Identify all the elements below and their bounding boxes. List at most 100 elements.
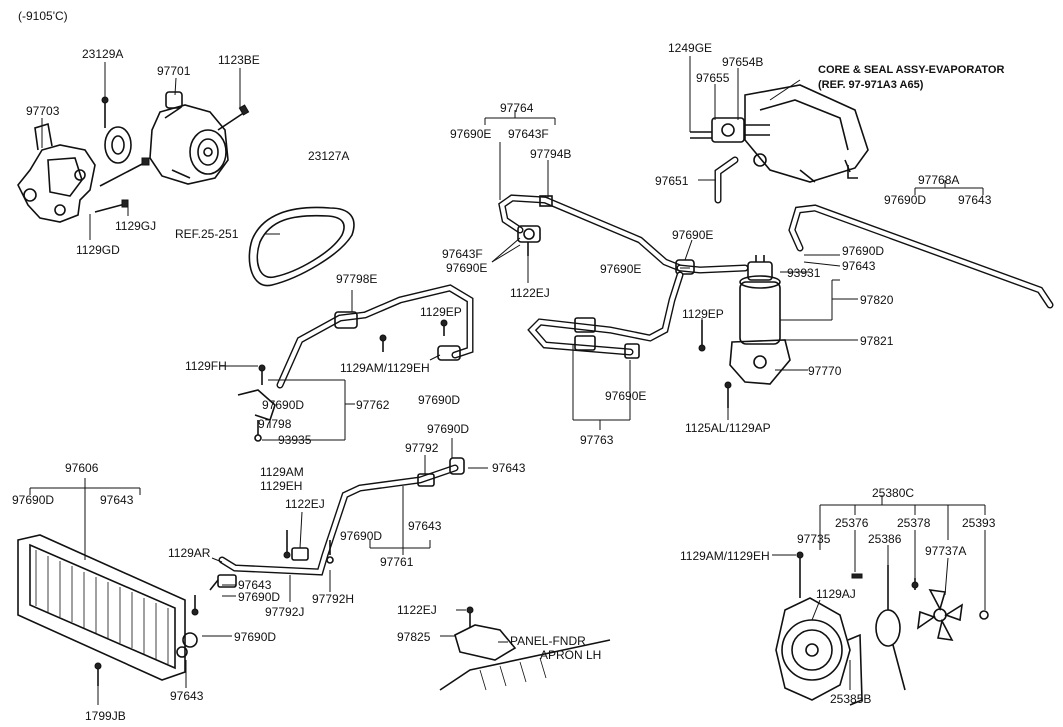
label-97737A: 97737A: [925, 544, 966, 558]
label-1799JB: 1799JB: [85, 709, 126, 723]
label-97643-c: 97643: [100, 493, 134, 507]
label-97643F-a: 97643F: [508, 127, 549, 141]
label-97821: 97821: [860, 334, 894, 348]
label-1129GJ: 1129GJ: [115, 219, 156, 233]
label-97792: 97792: [405, 441, 439, 455]
label-93931: 93931: [787, 266, 821, 280]
label-97690D-a: 97690D: [884, 193, 926, 207]
label-97643-f: 97643: [238, 578, 272, 592]
label-97690D-f: 97690D: [427, 422, 469, 436]
label-97654B: 97654B: [722, 55, 763, 69]
label-97820: 97820: [860, 293, 894, 307]
drier-bracket: [724, 339, 791, 408]
condenser: [17, 534, 198, 686]
leader-lines: [29, 56, 986, 705]
label-97690D-i: 97690D: [234, 630, 276, 644]
label-1129AM-1129EH-c: 1129AM/1129EH: [680, 549, 770, 563]
hose-97762: [237, 284, 474, 442]
label-25385B: 25385B: [830, 692, 871, 706]
label-97792H: 97792H: [312, 592, 354, 606]
label-97770: 97770: [808, 364, 842, 378]
hose-97763: [527, 271, 706, 359]
compressor-bracket: [17, 122, 96, 223]
label-97794B: 97794B: [530, 147, 571, 161]
label-97690D-b: 97690D: [842, 244, 884, 258]
label-97701: 97701: [157, 64, 191, 78]
label-97798: 97798: [258, 417, 292, 431]
compressor-bolts: [94, 104, 250, 213]
label-97690E-e: 97690E: [605, 389, 646, 403]
label-97643-e: 97643: [408, 519, 442, 533]
label-97690D-c: 97690D: [262, 398, 304, 412]
label-97792J: 97792J: [265, 605, 304, 619]
label-97651: 97651: [655, 174, 689, 188]
label-1129EP-b: 1129EP: [682, 307, 724, 321]
label-97761: 97761: [380, 555, 414, 569]
label-core-seal-line2: (REF. 97-971A3 A65): [818, 79, 924, 91]
label-93935: 93935: [278, 433, 312, 447]
label-1129AJ: 1129AJ: [816, 587, 856, 601]
expansion-valve: [690, 117, 770, 167]
label-25380C: 25380C: [872, 486, 914, 500]
label-1129GD: 1129GD: [76, 243, 120, 257]
date-code: (-9105'C): [18, 9, 68, 23]
label-1123BE: 1123BE: [218, 53, 260, 67]
label-97690D-d: 97690D: [418, 393, 460, 407]
label-core-seal-line1: CORE & SEAL ASSY-EVAPORATOR: [818, 64, 1004, 76]
label-97764: 97764: [500, 101, 534, 115]
label-97643-a: 97643: [958, 193, 992, 207]
label-97690E-c: 97690E: [672, 228, 713, 242]
label-97690D-h: 97690D: [238, 590, 280, 604]
label-97643-b: 97643: [842, 259, 876, 273]
label-97825: 97825: [397, 630, 431, 644]
label-97690E-b: 97690E: [446, 261, 487, 275]
label-1122EJ-b: 1122EJ: [285, 497, 325, 511]
label-1129AM-1129EH-a: 1129AM/1129EH: [340, 361, 430, 375]
fender-bracket: [439, 606, 611, 691]
label-97768A: 97768A: [918, 173, 959, 187]
evaporator-core: [744, 84, 869, 183]
fan-motor: [875, 565, 919, 691]
label-97606: 97606: [65, 461, 99, 475]
label-97655: 97655: [696, 71, 730, 85]
label-1129AM-b: 1129AM: [260, 465, 304, 479]
hose-97764: [498, 194, 684, 272]
label-97690E-a: 97690E: [450, 127, 491, 141]
label-97703: 97703: [26, 104, 60, 118]
label-97735: 97735: [797, 532, 831, 546]
fan-shroud: [775, 551, 863, 706]
label-1125AL-1129AP: 1125AL/1129AP: [685, 421, 771, 435]
label-97690D-e: 97690D: [12, 493, 54, 507]
label-97643-g: 97643: [170, 689, 204, 703]
line-97768A: [788, 204, 1054, 309]
label-97690D-g: 97690D: [340, 529, 382, 543]
label-1129FH: 1129FH: [185, 359, 227, 373]
label-23129A: 23129A: [82, 47, 123, 61]
compressor-body: [149, 91, 229, 185]
label-25376: 25376: [835, 516, 869, 530]
receiver-drier: [739, 255, 781, 345]
label-25386: 25386: [868, 532, 902, 546]
part-labels: (-9105'C) 23129A 97701 1123BE 97703 1129…: [12, 9, 1004, 723]
label-apron-lh: APRON LH: [540, 648, 601, 662]
drive-belt: [248, 206, 355, 287]
label-1129EP-a: 1129EP: [420, 305, 462, 319]
hose-to-drier: [675, 259, 749, 275]
fan-blade: [851, 573, 989, 642]
label-panel-fndr: PANEL-FNDR: [510, 634, 586, 648]
label-25393: 25393: [962, 516, 996, 530]
label-1129AR: 1129AR: [168, 546, 211, 560]
label-23127A: 23127A: [308, 149, 349, 163]
label-1122EJ-c: 1122EJ: [397, 603, 437, 617]
label-97763: 97763: [580, 433, 614, 447]
label-25378: 25378: [897, 516, 931, 530]
label-97690E-d: 97690E: [600, 262, 641, 276]
idler-pulley: [101, 96, 132, 164]
label-1122EJ-a: 1122EJ: [510, 286, 550, 300]
label-97762: 97762: [356, 398, 390, 412]
label-97643-d: 97643: [492, 461, 526, 475]
label-97643F-b: 97643F: [442, 247, 483, 261]
label-1249GE: 1249GE: [668, 41, 712, 55]
